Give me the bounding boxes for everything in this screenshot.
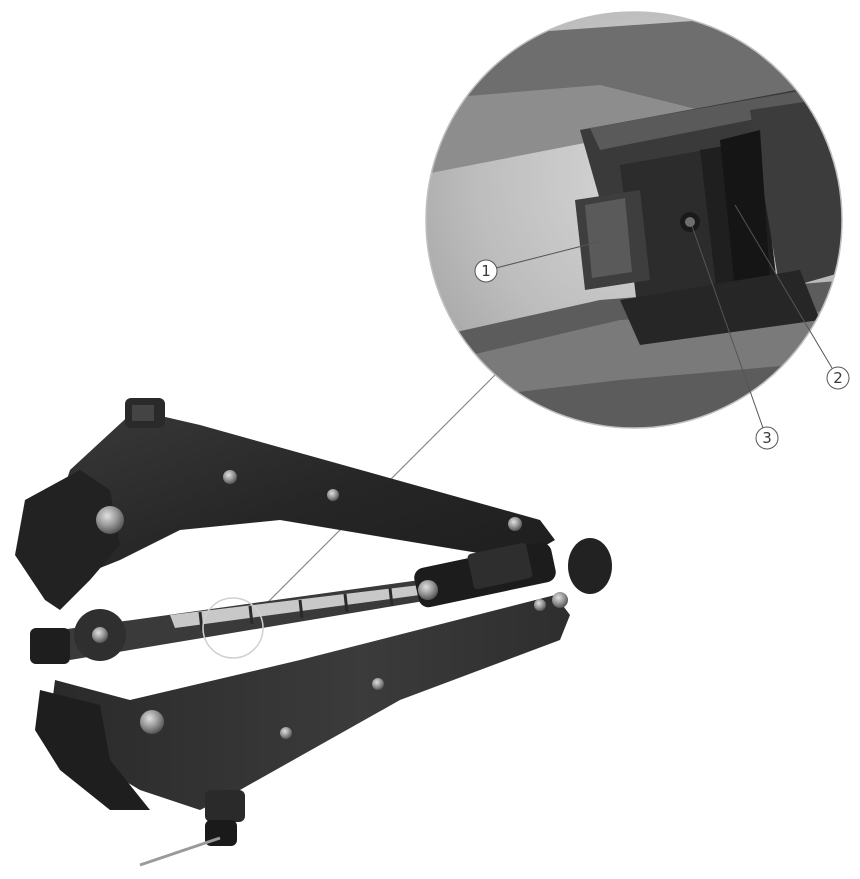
upper-pivot-bolt (96, 506, 124, 534)
lower-pin (139, 836, 221, 867)
upper-arm-plate (40, 410, 555, 600)
zoom-circle-border (425, 11, 843, 429)
drive-screw (414, 538, 612, 608)
lower-bolt-c (534, 599, 546, 611)
circle-number-2-icon (826, 366, 850, 390)
zoom-detail (425, 11, 843, 429)
upper-arm-jaw (15, 470, 120, 610)
lower-bolt-a (280, 727, 292, 739)
lower-pivot-bolt (140, 710, 164, 734)
jack-device (15, 398, 612, 867)
lower-arm-plate (50, 595, 570, 810)
upper-bolt-b (327, 489, 339, 501)
callout-label-2: 2 (833, 369, 843, 387)
callout-label-1: 1 (481, 262, 491, 280)
slide-bar-rungs (198, 587, 394, 631)
detail-highlight-circle (202, 597, 264, 659)
lower-knob (205, 790, 245, 846)
callout-1: 1 (474, 241, 599, 283)
upper-bolt-c (508, 517, 522, 531)
circle-number-1-icon (474, 259, 498, 283)
lower-arm-base (35, 690, 150, 810)
callout-label-3: 3 (762, 429, 772, 447)
upper-knob (125, 398, 165, 428)
lower-bolt-b (372, 678, 384, 690)
slide-bar-inner (170, 585, 420, 628)
callout-3: 3 (691, 225, 779, 450)
circle-number-3-icon (755, 426, 779, 450)
callout-2: 2 (734, 204, 850, 390)
upper-bolt-a (223, 470, 237, 484)
left-joint (30, 609, 126, 664)
